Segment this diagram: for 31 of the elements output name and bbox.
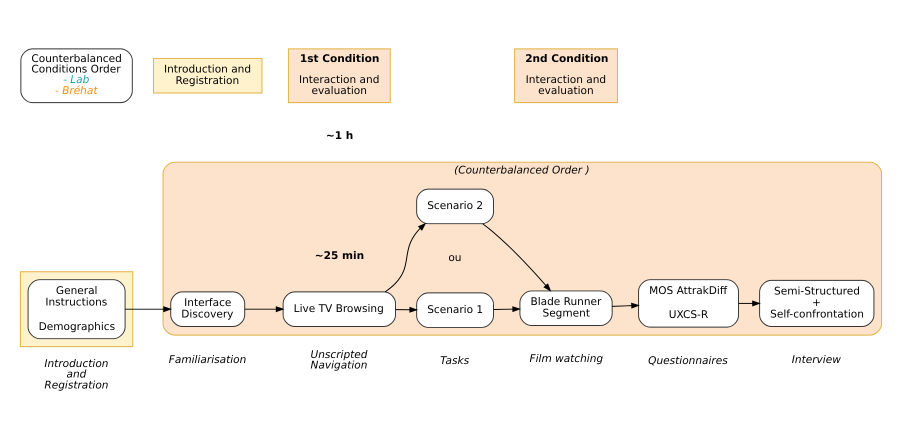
arrow	[384, 222, 426, 292]
node-box: Semi-Structured + Self-confrontation	[759, 279, 874, 326]
arrow	[244, 306, 284, 312]
label: Unscripted Navigation	[310, 348, 368, 372]
label: Interview	[792, 353, 841, 366]
node-box: Interface Discovery	[170, 290, 246, 326]
arrow	[124, 306, 172, 312]
node-box: Scenario 2	[416, 188, 494, 224]
label: Familiarisation	[168, 353, 246, 366]
label: Questionnaires	[648, 354, 728, 366]
node-box: Blade Runner Segment	[519, 290, 613, 326]
node-box: 1st Condition Interaction and evaluation	[288, 48, 391, 103]
node-box: Scenario 1	[416, 292, 494, 328]
cluster	[20, 270, 134, 347]
label: ~1 h	[326, 129, 354, 142]
arrow	[612, 302, 640, 308]
node-box: Live TV Browsing	[282, 290, 396, 326]
label: Tasks	[440, 354, 470, 366]
node-box: Introduction and Registration	[152, 57, 262, 94]
arrow	[738, 300, 761, 306]
arrow	[493, 306, 522, 312]
arrow	[482, 222, 552, 292]
node-box: General Instructions Demographics	[28, 278, 126, 339]
node-box: 2nd Condition Interaction and evaluation	[514, 48, 618, 103]
label: ou	[448, 251, 462, 264]
label: Film watching	[530, 352, 604, 364]
label: ~25 min	[314, 250, 364, 262]
label: Introduction and Registration	[44, 358, 109, 391]
node-box: Counterbalanced Conditions Order - Lab - Bréhat	[20, 48, 133, 103]
arrow	[395, 306, 418, 312]
node-box: MOS AttrakDiff UXCS-R	[638, 278, 739, 328]
